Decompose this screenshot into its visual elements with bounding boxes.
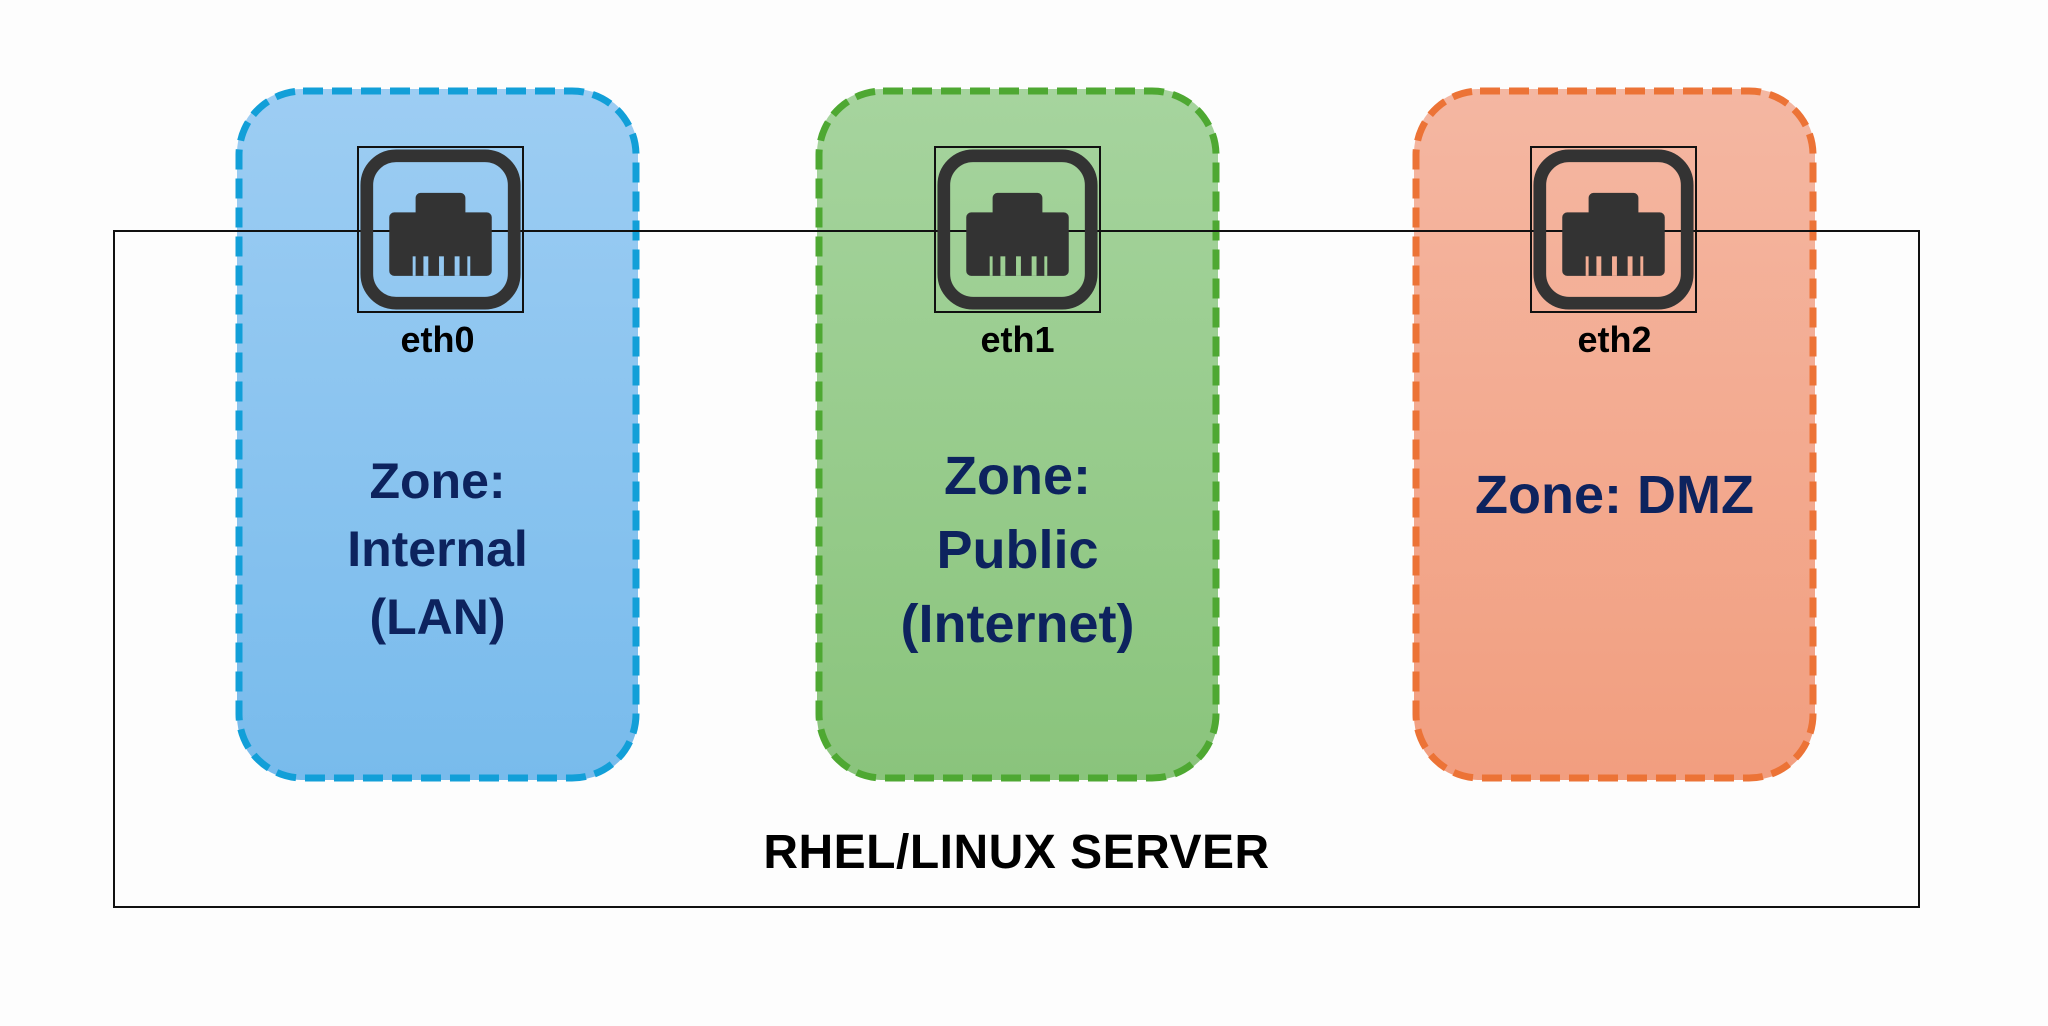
zone-label-line: Zone: DMZ [1475,465,1754,525]
zone-label-line: Zone: [944,446,1091,506]
port-pin-gap [454,256,460,276]
interface-label: eth2 [1577,319,1652,360]
zone-label: Zone: Public (Internet) [817,439,1218,661]
zone-label: Zone: DMZ [1414,461,1815,529]
interface-label: eth0 [400,319,475,360]
zone-label-line: (Internet) [900,594,1135,654]
port-pin-gap [1000,256,1006,276]
zone-label-line: Internal [347,521,528,577]
port-pin-gap [1640,256,1644,276]
port-pin-gap [412,256,416,276]
zone-border [235,87,640,782]
port-pin-gap [1596,256,1602,276]
zone-dmz-content: eth2 Zone: DMZ [1414,89,1815,780]
ethernet-port-icon [937,149,1098,310]
zone-label-line: Zone: [369,453,506,509]
zone-label-line: Public [936,520,1099,580]
port-pin-gap [989,256,993,276]
zone-public-content: eth1 Zone: Public (Internet) [817,89,1218,780]
port-pin-gap [1627,256,1633,276]
port-pin-gap [467,256,471,276]
ethernet-port-eth1[interactable] [934,146,1101,313]
ethernet-port-icon [1533,149,1694,310]
zone-border [815,87,1220,782]
port-pin-gap [423,256,429,276]
ethernet-port-eth2[interactable] [1530,146,1697,313]
zone-border [1412,87,1817,782]
zone-internal-content: eth0 Zone: Internal (LAN) [237,89,638,780]
interface-label: eth1 [980,319,1055,360]
zone-label-line: (LAN) [369,589,506,645]
port-pin-gap [439,256,444,276]
port-pin-gap [1016,256,1021,276]
ethernet-port-icon [360,149,521,310]
zone-label: Zone: Internal (LAN) [237,447,638,651]
server-label: RHEL/LINUX SERVER [763,826,1270,879]
port-pin-gap [1612,256,1617,276]
port-pin-gap [1031,256,1037,276]
port-pin-gap [1044,256,1048,276]
port-pin-gap [1585,256,1589,276]
ethernet-port-eth0[interactable] [357,146,524,313]
